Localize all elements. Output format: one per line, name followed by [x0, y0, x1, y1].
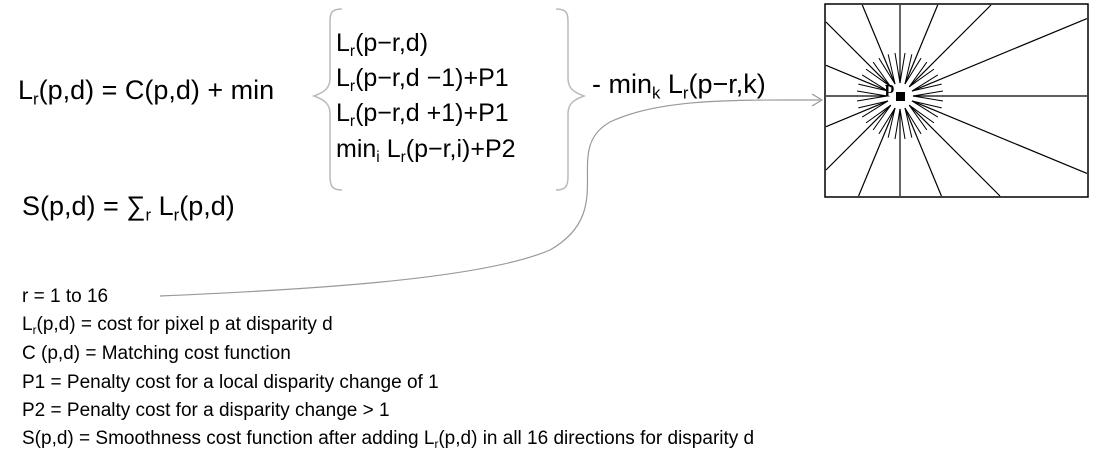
direction-line [861, 4, 896, 85]
legend-text: (p,d) = cost for pixel p at disparity d [36, 314, 333, 335]
tail-sub: r [682, 83, 689, 103]
direction-line [911, 17, 1088, 92]
option-sub: r [349, 112, 356, 130]
legend-r-range: r = 1 to 16 [22, 286, 108, 308]
eq2-sub: r [173, 205, 180, 225]
option-min-sub: i [376, 148, 380, 166]
option-sub: r [400, 148, 406, 166]
direction-line [825, 21, 892, 88]
legend-sub: r [434, 437, 439, 451]
option-L: L [336, 29, 350, 57]
legend-text: C (p,d) = Matching cost function [22, 343, 291, 364]
direction-line [911, 100, 1088, 175]
equation-lhs: Lr(p,d) = C(p,d) + min [18, 75, 275, 109]
min-option-2: Lr(p−r,d −1)+P1 [336, 64, 509, 95]
lhs-sub-r: r [33, 89, 39, 109]
legend-lr: Lr(p,d) = cost for pixel p at disparity … [22, 314, 333, 336]
direction-arrowhead [856, 90, 888, 102]
direction-arrowhead [911, 74, 942, 92]
direction-line [858, 107, 896, 197]
option-sub: r [349, 42, 356, 60]
min-option-3: Lr(p−r,d +1)+P1 [336, 99, 509, 130]
directions-diagram: p [824, 3, 1089, 198]
eq2-rest: (p,d) [179, 191, 235, 221]
legend-p1: P1 = Penalty cost for a local disparity … [22, 372, 439, 394]
direction-arrowhead [894, 108, 906, 140]
pixel-label: p [885, 78, 894, 97]
direction-arrowhead [865, 104, 892, 131]
tail-L: L [660, 69, 683, 99]
direction-arrowhead [894, 52, 906, 84]
direction-line [908, 4, 992, 88]
direction-arrowhead [858, 100, 889, 118]
option-rest: (p−r,i)+P2 [405, 135, 516, 163]
direction-arrowhead [911, 100, 942, 118]
pixel-marker [896, 92, 905, 101]
tail-min: - min [592, 69, 652, 99]
direction-arrowhead [912, 90, 944, 102]
direction-line [904, 4, 939, 85]
tail-min-sub: k [652, 83, 661, 103]
direction-arrowhead [908, 104, 935, 131]
legend-L: L [22, 314, 33, 335]
direction-arrowhead [908, 61, 935, 88]
option-rest: (p−r,d +1)+P1 [355, 99, 509, 127]
legend-c: C (p,d) = Matching cost function [22, 343, 291, 365]
left-curly-brace [311, 8, 343, 191]
legend-p2: P2 = Penalty cost for a disparity change… [22, 400, 390, 422]
direction-line [825, 100, 889, 128]
option-sub: r [349, 77, 356, 95]
direction-line [904, 107, 942, 197]
option-L: L [336, 64, 350, 92]
option-L: L [379, 135, 401, 163]
direction-arrowhead [858, 74, 889, 92]
equation-smoothness: S(p,d) = ∑r Lr(p,d) [22, 191, 235, 225]
legend-s: S(p,d) = Smoothness cost function after … [22, 428, 754, 450]
lhs-L: L [18, 75, 34, 105]
direction-arrowhead [865, 61, 892, 88]
right-curly-brace [555, 8, 587, 191]
option-L: L [336, 99, 350, 127]
eq2-pre: S(p,d) = ∑ [22, 191, 146, 221]
direction-lines [825, 4, 1088, 197]
legend-text: S(p,d) = Smoothness cost function after … [22, 428, 435, 449]
legend-text: P2 = Penalty cost for a disparity change… [22, 400, 390, 421]
eq2-L: L [151, 191, 174, 221]
direction-arrowhead [878, 54, 896, 85]
min-option-4: mini Lr(p−r,i)+P2 [336, 135, 516, 166]
direction-line [908, 104, 1001, 197]
equation-tail: - mink Lr(p−r,k) [592, 69, 766, 103]
option-rest: (p−r,d) [355, 29, 429, 57]
option-rest: (p−r,d −1)+P1 [355, 64, 509, 92]
direction-arrowhead [878, 107, 896, 138]
lhs-rest: (p,d) = C(p,d) + min [38, 75, 275, 105]
legend-text: r = 1 to 16 [22, 286, 109, 307]
image-frame [824, 3, 1089, 198]
min-option-1: Lr(p−r,d) [336, 29, 429, 60]
direction-arrowhead [904, 54, 922, 85]
direction-line [825, 104, 892, 171]
legend-sub: r [32, 323, 37, 337]
tail-rest: (p−r,k) [688, 69, 766, 99]
legend-text: P1 = Penalty cost for a local disparity … [22, 372, 439, 393]
eq2-sum-sub: r [145, 205, 152, 225]
connector-arrowhead [811, 93, 824, 107]
connector-curve [159, 99, 821, 297]
option-min: min [336, 135, 377, 163]
direction-arrowhead [904, 107, 922, 138]
legend-text: (p,d) in all 16 directions for disparity… [438, 428, 755, 449]
direction-line [825, 64, 889, 92]
